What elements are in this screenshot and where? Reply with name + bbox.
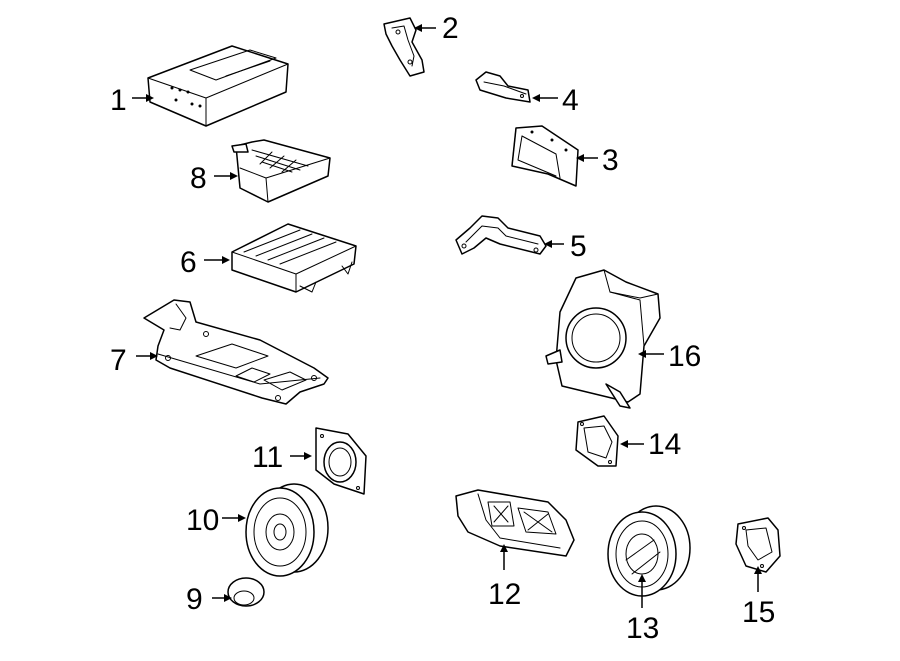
callout-7: 7 <box>110 344 127 377</box>
callout-8: 8 <box>190 162 207 195</box>
callout-14: 14 <box>648 428 681 461</box>
callout-2: 2 <box>442 12 459 45</box>
part-5-bracket[interactable] <box>455 215 547 255</box>
part-1-receiver[interactable] <box>147 45 289 127</box>
callout-11: 11 <box>252 441 283 474</box>
leader-lines <box>132 24 762 608</box>
callout-4: 4 <box>562 84 579 117</box>
callout-3: 3 <box>602 144 619 177</box>
part-8-module[interactable] <box>231 139 331 203</box>
callout-10: 10 <box>186 504 219 537</box>
part-14-adapter[interactable] <box>575 415 619 467</box>
part-11-adapter[interactable] <box>315 427 367 495</box>
part-15-adapter[interactable] <box>735 517 781 573</box>
part-7-plate[interactable] <box>143 299 329 405</box>
part-12-speaker-box[interactable] <box>455 489 575 557</box>
callout-13: 13 <box>626 612 659 645</box>
part-2-bracket[interactable] <box>383 17 425 77</box>
part-10-speaker[interactable] <box>245 483 329 577</box>
callout-1: 1 <box>110 84 127 117</box>
part-9-tweeter[interactable] <box>227 577 265 607</box>
callout-5: 5 <box>570 230 587 263</box>
part-16-enclosure[interactable] <box>545 269 661 409</box>
callout-6: 6 <box>180 246 197 279</box>
callout-16: 16 <box>668 340 701 373</box>
part-3-frame[interactable] <box>511 125 579 187</box>
callout-15: 15 <box>742 596 775 629</box>
part-6-amplifier[interactable] <box>231 223 357 293</box>
part-13-speaker[interactable] <box>607 505 691 597</box>
callout-9: 9 <box>186 583 203 616</box>
part-4-bracket[interactable] <box>475 71 531 103</box>
callout-12: 12 <box>488 578 521 611</box>
